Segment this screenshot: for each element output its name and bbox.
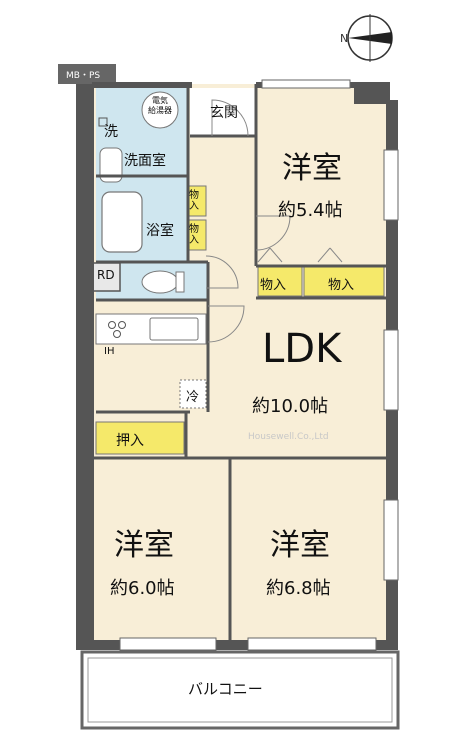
- bathtub-icon: [101, 191, 143, 253]
- windows: [119, 79, 399, 651]
- bed-se-size: 約6.8帖: [266, 578, 331, 599]
- closet-a-label: 物入: [189, 190, 199, 212]
- washroom-label: 洗面室: [124, 153, 166, 169]
- stove-burner-icon: [113, 330, 121, 338]
- interior-walls: [92, 84, 390, 644]
- balcony-outline: [80, 650, 400, 730]
- closet-d-label: 物入: [328, 278, 355, 293]
- closet-b-label: 物入: [189, 224, 199, 246]
- oshiire-label: 押入: [116, 433, 144, 449]
- fridge-label: 冷: [186, 390, 200, 405]
- rd-label: RD: [97, 268, 115, 282]
- water-heater-icon: [141, 91, 179, 129]
- bed-sw-name: 洋室: [114, 528, 174, 563]
- door-swings: [205, 99, 343, 343]
- stove-burner-icon: [108, 321, 116, 329]
- mbps-label: MB・PS: [66, 71, 100, 81]
- basin-icon: [99, 147, 123, 183]
- bath-label: 浴室: [146, 223, 174, 239]
- ih-label: IH: [104, 346, 115, 357]
- sink-icon: [149, 317, 199, 341]
- bed-se-name: 洋室: [270, 528, 330, 563]
- stove-burner-icon: [118, 321, 126, 329]
- fridge-spot: [179, 379, 207, 409]
- bed-ne-size: 約5.4帖: [278, 200, 343, 221]
- oshiire-closet: [95, 421, 185, 455]
- bed-sw-size: 約6.0帖: [110, 578, 175, 599]
- closet-c: [257, 265, 303, 297]
- watermark: Housewell.Co.,Ltd: [248, 432, 329, 442]
- heater-label: 電気 給湯器: [148, 96, 172, 115]
- closet-d: [303, 265, 385, 297]
- entrance-area: [190, 88, 256, 136]
- compass: N: [340, 14, 393, 62]
- compass-letter: N: [340, 32, 348, 45]
- closet-c-label: 物入: [260, 278, 287, 293]
- ldk-size: 約10.0帖: [252, 396, 329, 417]
- washer-label: 洗: [104, 124, 118, 140]
- toilet-icon: [141, 270, 179, 294]
- bed-ne-name: 洋室: [282, 151, 342, 186]
- rd-box: [91, 262, 121, 292]
- washer-spot-icon: [98, 117, 108, 127]
- balcony-label: バルコニー: [188, 680, 263, 698]
- entrance-label: 玄関: [210, 105, 238, 121]
- ldk-name: LDK: [262, 326, 342, 372]
- mbps-shaft: [58, 64, 116, 84]
